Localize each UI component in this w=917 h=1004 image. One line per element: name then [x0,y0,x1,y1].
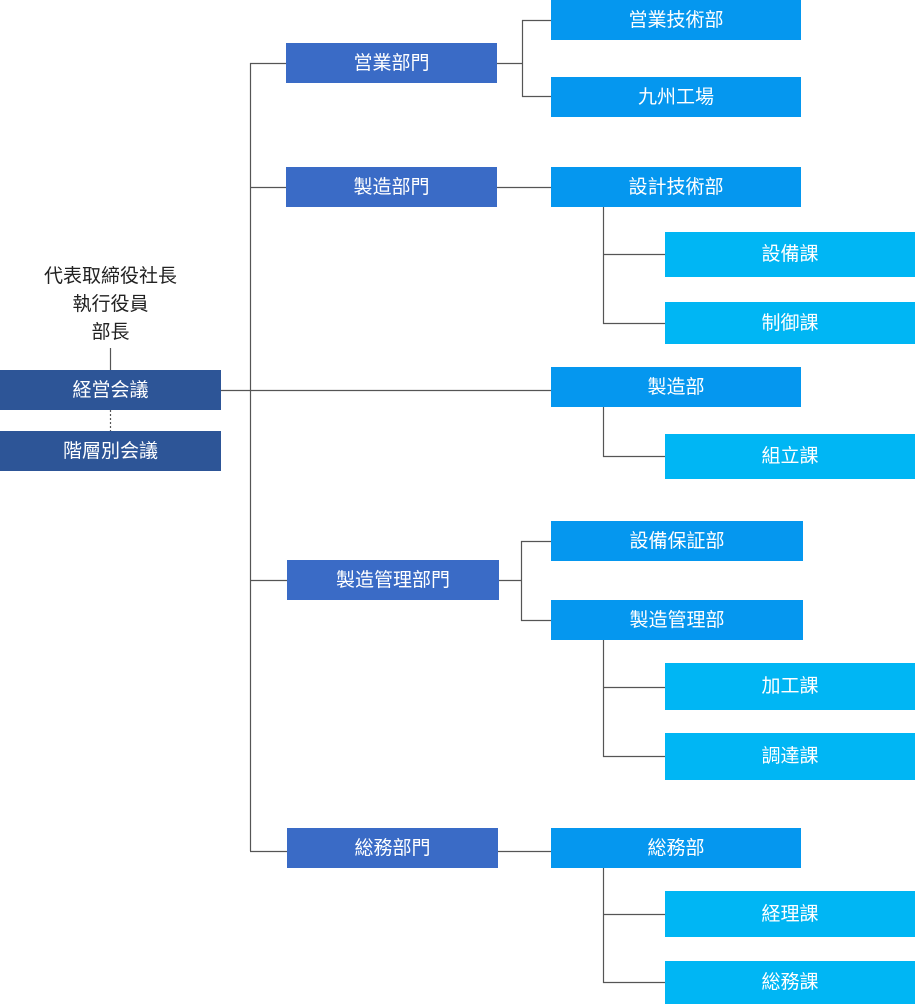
dept-equipment-assurance-box: 設備保証部 [551,521,803,561]
dept-general-affairs-box: 総務部 [551,828,801,868]
tier-meeting-label: 階層別会議 [62,439,158,462]
dept-kyushu-factory-label: 九州工場 [637,85,714,108]
division-production-control-box: 製造管理部門 [287,560,499,600]
dept-production-control-box: 製造管理部 [551,600,803,640]
role-president: 代表取締役社長 [43,265,177,287]
role-general-manager: 部長 [91,321,130,343]
section-control-label: 制御課 [761,311,819,334]
dept-general-affairs-label: 総務部 [647,836,705,859]
dept-manufacturing-box: 製造部 [551,367,801,407]
section-equipment-box: 設備課 [665,232,915,277]
dept-sales-engineering-box: 営業技術部 [551,0,801,40]
section-machining-box: 加工課 [665,663,915,710]
section-machining-label: 加工課 [761,675,819,697]
section-accounting-label: 経理課 [761,902,819,925]
section-procurement-box: 調達課 [665,733,915,780]
division-manufacturing-box: 製造部門 [286,167,497,207]
role-executive-officer: 執行役員 [72,293,149,315]
section-control-box: 制御課 [665,302,915,344]
dept-kyushu-factory-box: 九州工場 [551,77,801,117]
division-sales-box: 営業部門 [286,43,497,83]
dept-sales-engineering-label: 営業技術部 [628,8,724,31]
dept-equipment-assurance-label: 設備保証部 [629,529,725,552]
section-assembly-label: 組立課 [761,445,819,467]
dept-manufacturing-label: 製造部 [647,375,705,398]
division-manufacturing-label: 製造部門 [353,175,430,198]
division-sales-label: 営業部門 [353,51,430,74]
section-general-affairs-label: 総務課 [761,971,819,993]
section-assembly-box: 組立課 [665,434,915,479]
division-general-affairs-box: 総務部門 [287,828,498,868]
section-accounting-box: 経理課 [665,891,915,937]
division-general-affairs-label: 総務部門 [354,836,431,859]
section-equipment-label: 設備課 [761,243,819,265]
management-meeting-box: 経営会議 [0,370,221,410]
section-procurement-label: 調達課 [761,745,819,767]
executive-roles: 代表取締役社長 執行役員 部長 [0,262,221,346]
management-meeting-label: 経営会議 [72,378,149,401]
division-production-control-label: 製造管理部門 [335,568,450,591]
section-general-affairs-box: 総務課 [665,961,915,1004]
dept-design-engineering-label: 設計技術部 [628,175,724,198]
dept-production-control-label: 製造管理部 [629,608,725,631]
tier-meeting-box: 階層別会議 [0,431,221,471]
dept-design-engineering-box: 設計技術部 [551,167,801,207]
